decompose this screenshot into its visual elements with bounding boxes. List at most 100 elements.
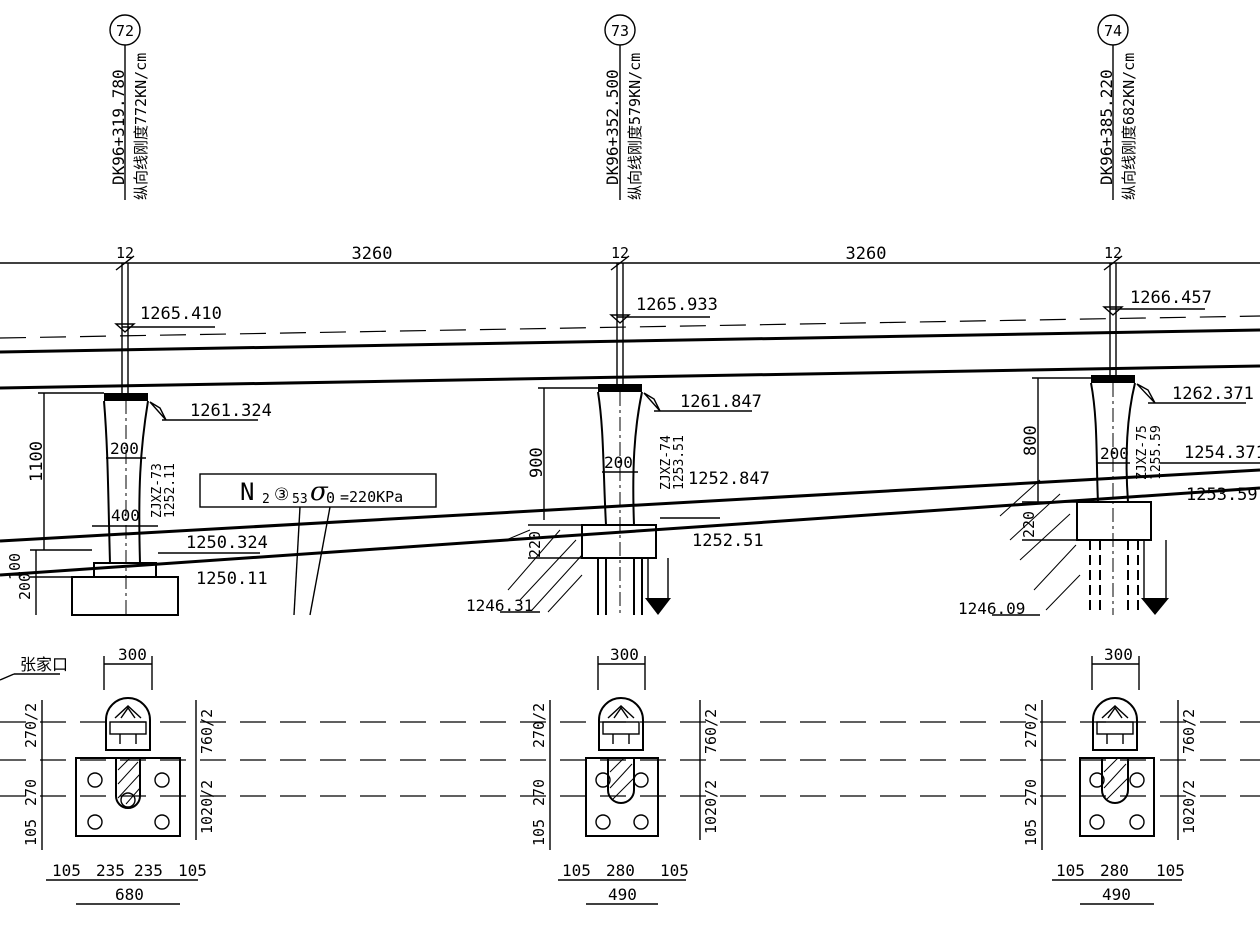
pier-shaft [1090,382,1136,503]
soil-circled-number: ③ [274,485,289,505]
footing [71,576,179,616]
bearing-width: 12 [116,244,134,262]
top-width: 300 [610,645,639,664]
soil-label: N 2 ③ 53 σ 0 =220KPa [199,473,437,616]
bottom-dim-2: 280 [1100,861,1129,880]
bearing-plate [104,393,148,401]
pile-cap-outline [585,757,659,837]
soil-n: N [240,478,254,506]
ground-elevation-1: 1250.324 [186,533,268,553]
pile-tip-elevation: 1246.09 [958,599,1025,618]
pile-cap-outline [1079,757,1155,837]
footing-dim-a: 220 [526,531,544,558]
pier-73: 73 DK96+352.500 纵向线刚度579KN/cm 12 1265.93… [466,14,770,615]
footing-dim-b: 200 [16,573,34,600]
bearing-width: 12 [1104,244,1122,262]
direction-text: 张家口 [20,655,68,674]
bottom-dim-1: 105 [1056,861,1085,880]
bottom-dim-3: 105 [660,861,689,880]
total-width: 490 [1102,885,1131,904]
pile-cap-outline [75,757,181,837]
pier-number: 74 [1104,22,1122,40]
top-width: 300 [1104,645,1133,664]
soil-n-sub: 2 [262,492,270,507]
station-label: DK96+352.500 [603,69,622,185]
pier-shaft [597,391,643,526]
ground-elevation-1: 1254.371 [1184,443,1260,463]
ground-elevation-2: 1250.11 [196,569,268,589]
bottom-dim-3: 105 [1156,861,1185,880]
bottom-dim-1: 105 [562,861,591,880]
top-width: 300 [118,645,147,664]
ground-elevation-2: 1252.51 [692,531,764,551]
stiffness-label: 纵向线刚度682KN/cm [1120,53,1138,200]
beam-bottom-line [0,364,1260,390]
bottom-dim-2: 280 [606,861,635,880]
ground-elevation-2: 1253.59 [1186,485,1258,505]
dim-c: 105 [1022,819,1040,846]
piles [1089,540,1139,615]
direction-label: 张家口 [0,655,68,681]
ground-line-upper [0,468,1260,543]
span-dimension-1: 3260 [352,244,393,264]
pile-elevation: 1255.59 [1149,425,1164,480]
rail-elevation: 1266.457 [1130,288,1212,308]
pile-label: ZJXZ-74 [659,435,674,490]
pier-head-outline [105,697,151,751]
dim-a: 270/2 [1022,703,1040,748]
bottom-dim-1: 105 [52,861,81,880]
dim-a: 270/2 [22,703,40,748]
dim-e: 1020/2 [1180,780,1198,834]
neck-width: 200 [110,439,139,458]
pier-height: 900 [527,447,547,478]
footing-dim-a: 220 [1020,511,1038,538]
pier-head-outline [598,697,644,751]
ground-hatch [999,479,1081,611]
soil-circled-sub: 53 [292,492,308,507]
bearing-width: 12 [611,244,629,262]
dim-b: 270 [1022,779,1040,806]
plan-pier-72: 300 270/2 270 105 760/2 1020/2 105 235 2… [22,645,216,905]
pile-elevation: 1253.51 [672,435,687,490]
dim-b: 270 [530,779,548,806]
pile-label: ZJXZ-75 [1135,425,1150,480]
pile-tip-marker [1141,598,1169,615]
dim-e: 1020/2 [702,780,720,834]
bearing-plate [598,384,642,392]
pile-tip-marker [645,598,671,615]
footing [1076,501,1152,541]
plan-pier-74: 300 270/2 270 105 760/2 1020/2 105 280 1… [1022,645,1198,905]
dim-d: 760/2 [198,709,216,754]
pile-elevation: 1252.11 [163,463,178,518]
cap-elevation: 1261.847 [680,392,762,412]
plan-pier-73: 300 270/2 270 105 760/2 1020/2 105 280 1… [530,645,720,905]
bearing-plate [1091,375,1135,383]
rail-elevation: 1265.410 [140,304,222,324]
neck-width: 200 [604,453,633,472]
piles [597,558,643,615]
stiffness-label: 纵向线刚度772KN/cm [132,53,150,200]
soil-sigma-sub: 0 [326,489,335,507]
rail-level-line [0,315,1260,339]
cap-elevation: 1262.371 [1172,384,1254,404]
dim-d: 760/2 [1180,709,1198,754]
pier-number: 72 [116,22,134,40]
total-width: 490 [608,885,637,904]
pier-height: 1100 [27,441,47,482]
pier-72: 72 DK96+319.780 纵向线刚度772KN/cm 12 1265.41… [6,14,272,616]
dim-a: 270/2 [530,703,548,748]
base-width: 400 [111,506,140,525]
elevation-view: 3260 3260 N 2 ③ 53 σ 0 =220KPa 张家口 [0,244,1260,681]
pier-height: 800 [1021,425,1041,456]
span-dimension-2: 3260 [846,244,887,264]
dim-d: 760/2 [702,709,720,754]
bottom-dim-3: 235 [134,861,163,880]
footing [581,524,657,559]
pier-head-outline [1092,697,1138,751]
stiffness-label: 纵向线刚度579KN/cm [626,53,644,200]
total-width: 680 [115,885,144,904]
soil-sigma: σ [310,477,329,507]
cap-elevation: 1261.324 [190,401,272,421]
plan-view [0,721,1260,797]
dim-c: 105 [530,819,548,846]
